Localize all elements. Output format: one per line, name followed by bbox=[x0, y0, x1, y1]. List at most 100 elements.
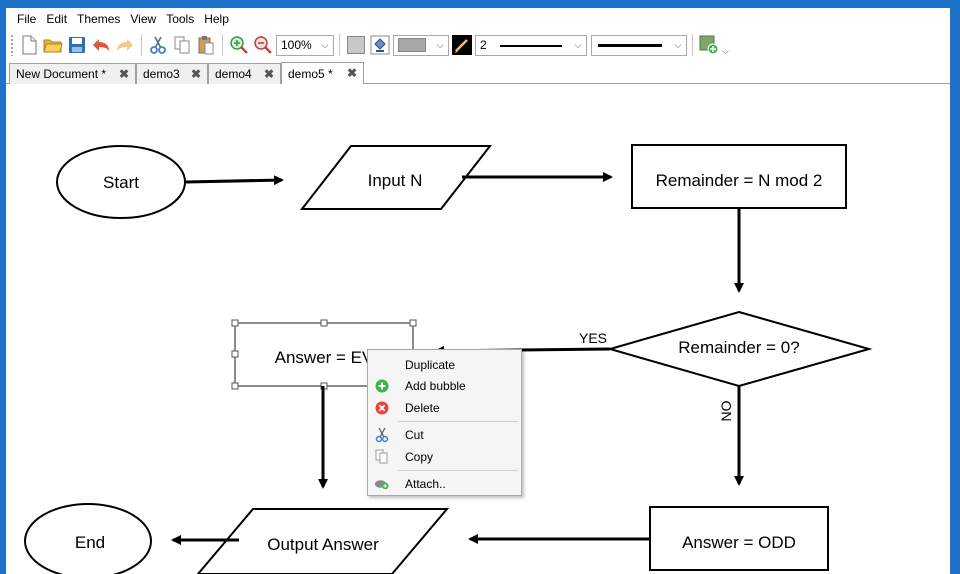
context-item-label: Attach.. bbox=[405, 476, 446, 491]
cut-button[interactable] bbox=[147, 34, 169, 56]
context-item-label: Duplicate bbox=[405, 357, 456, 372]
zoom-value: 100% bbox=[281, 38, 312, 52]
toolbar-overflow-icon[interactable]: ⌵ bbox=[722, 45, 729, 56]
paste-button[interactable] bbox=[195, 34, 217, 56]
menu-help[interactable]: Help bbox=[204, 12, 229, 26]
window-border-right bbox=[950, 0, 960, 574]
end-node[interactable]: End bbox=[24, 503, 152, 574]
context-separator bbox=[398, 470, 518, 471]
tab-label: demo4 bbox=[215, 67, 252, 81]
menu-tools[interactable]: Tools bbox=[166, 12, 195, 26]
toolbar-grip[interactable] bbox=[10, 34, 14, 56]
decision-node[interactable]: Remainder = 0? bbox=[606, 310, 873, 388]
tab-demo4[interactable]: demo4 ✖ bbox=[208, 63, 281, 84]
tab-demo5[interactable]: demo5 * ✖ bbox=[281, 62, 364, 84]
menu-themes[interactable]: Themes bbox=[77, 12, 121, 26]
tab-label: demo3 bbox=[143, 67, 180, 81]
save-icon bbox=[69, 37, 85, 53]
answer-odd-label: Answer = ODD bbox=[682, 533, 796, 552]
paint-bucket-button[interactable] bbox=[369, 34, 391, 56]
add-shape-icon bbox=[699, 35, 719, 55]
flowchart: Start Input N Remainder = N mod 2 Remain… bbox=[24, 144, 873, 574]
output-label: Output Answer bbox=[267, 535, 379, 554]
zoom-select[interactable]: 100% ⌵ bbox=[276, 34, 334, 56]
zoom-in-button[interactable] bbox=[228, 34, 250, 56]
close-icon[interactable]: ✖ bbox=[118, 67, 129, 81]
line-style-preview bbox=[598, 43, 662, 47]
context-separator bbox=[398, 421, 518, 422]
decision-label: Remainder = 0? bbox=[678, 338, 799, 357]
close-icon[interactable]: ✖ bbox=[263, 67, 274, 81]
answer-odd-node[interactable]: Answer = ODD bbox=[649, 506, 829, 571]
window-border-left bbox=[0, 0, 6, 574]
pen-color-button[interactable] bbox=[451, 34, 473, 56]
close-icon[interactable]: ✖ bbox=[190, 67, 201, 81]
window-title-bar bbox=[0, 0, 960, 8]
toolbar-separator bbox=[692, 34, 693, 56]
copy-icon bbox=[174, 36, 190, 54]
remainder-node[interactable]: Remainder = N mod 2 bbox=[631, 144, 847, 209]
paste-icon bbox=[198, 36, 214, 55]
pen-color-icon bbox=[452, 35, 472, 55]
copy-button[interactable] bbox=[171, 34, 193, 56]
fill-color-select[interactable]: ⌵ bbox=[393, 34, 449, 56]
line-width-preview bbox=[500, 44, 562, 47]
context-item-label: Add bubble bbox=[405, 378, 466, 393]
yes-label: YES bbox=[579, 330, 607, 346]
zoom-out-icon bbox=[254, 36, 272, 54]
diagram-canvas[interactable]: Start Input N Remainder = N mod 2 Remain… bbox=[6, 85, 950, 574]
tab-label: demo5 * bbox=[288, 66, 333, 81]
output-node[interactable]: Output Answer bbox=[196, 508, 450, 574]
context-menu: Duplicate Add bubble Delete Cut Copy bbox=[367, 349, 522, 496]
add-circle-icon bbox=[374, 378, 389, 393]
context-delete[interactable]: Delete bbox=[369, 397, 521, 418]
context-duplicate[interactable]: Duplicate bbox=[369, 354, 521, 375]
context-cut[interactable]: Cut bbox=[369, 424, 521, 445]
input-label: Input N bbox=[368, 171, 423, 190]
start-node[interactable]: Start bbox=[56, 145, 186, 219]
menu-bar: File Edit Themes View Tools Help bbox=[6, 8, 950, 30]
no-label: NO bbox=[718, 400, 734, 421]
toolbar-separator bbox=[339, 34, 340, 56]
context-item-label: Delete bbox=[405, 400, 440, 415]
redo-button[interactable] bbox=[114, 34, 136, 56]
zoom-out-button[interactable] bbox=[252, 34, 274, 56]
tab-demo3[interactable]: demo3 ✖ bbox=[136, 63, 208, 84]
line-style-select[interactable]: ⌵ bbox=[591, 34, 687, 56]
undo-button[interactable] bbox=[90, 34, 112, 56]
context-attach[interactable]: Attach.. bbox=[369, 473, 521, 494]
tab-label: New Document * bbox=[16, 67, 107, 81]
open-button[interactable] bbox=[42, 34, 64, 56]
undo-icon bbox=[93, 39, 109, 51]
menu-view[interactable]: View bbox=[130, 12, 157, 26]
add-shape-button[interactable] bbox=[698, 34, 720, 56]
menu-edit[interactable]: Edit bbox=[46, 12, 68, 26]
cut-icon bbox=[150, 36, 166, 54]
context-add-bubble[interactable]: Add bubble bbox=[369, 375, 521, 396]
zoom-in-icon bbox=[230, 36, 248, 54]
new-document-icon bbox=[22, 35, 37, 55]
fill-color-button[interactable] bbox=[345, 34, 367, 56]
close-icon[interactable]: ✖ bbox=[346, 66, 357, 80]
end-label: End bbox=[75, 533, 105, 552]
new-document-button[interactable] bbox=[18, 34, 40, 56]
copy-icon bbox=[374, 449, 389, 464]
open-folder-icon bbox=[43, 39, 63, 53]
tab-new-document[interactable]: New Document * ✖ bbox=[9, 63, 136, 84]
start-label: Start bbox=[103, 173, 139, 192]
redo-icon bbox=[117, 39, 133, 51]
menu-file[interactable]: File bbox=[17, 12, 37, 26]
save-button[interactable] bbox=[66, 34, 88, 56]
context-item-label: Copy bbox=[405, 449, 434, 464]
toolbar-separator bbox=[222, 34, 223, 56]
document-tab-bar: New Document * ✖ demo3 ✖ demo4 ✖ demo5 *… bbox=[6, 60, 950, 84]
arrow-start-to-input bbox=[185, 175, 284, 186]
line-width-select[interactable]: 2 ⌵ bbox=[475, 34, 587, 56]
context-copy[interactable]: Copy bbox=[369, 446, 521, 467]
input-node[interactable]: Input N bbox=[299, 145, 493, 210]
chevron-down-icon: ⌵ bbox=[574, 39, 582, 50]
toolbar-separator bbox=[141, 34, 142, 56]
chevron-down-icon: ⌵ bbox=[674, 39, 682, 50]
fill-color-swatch bbox=[398, 38, 426, 52]
